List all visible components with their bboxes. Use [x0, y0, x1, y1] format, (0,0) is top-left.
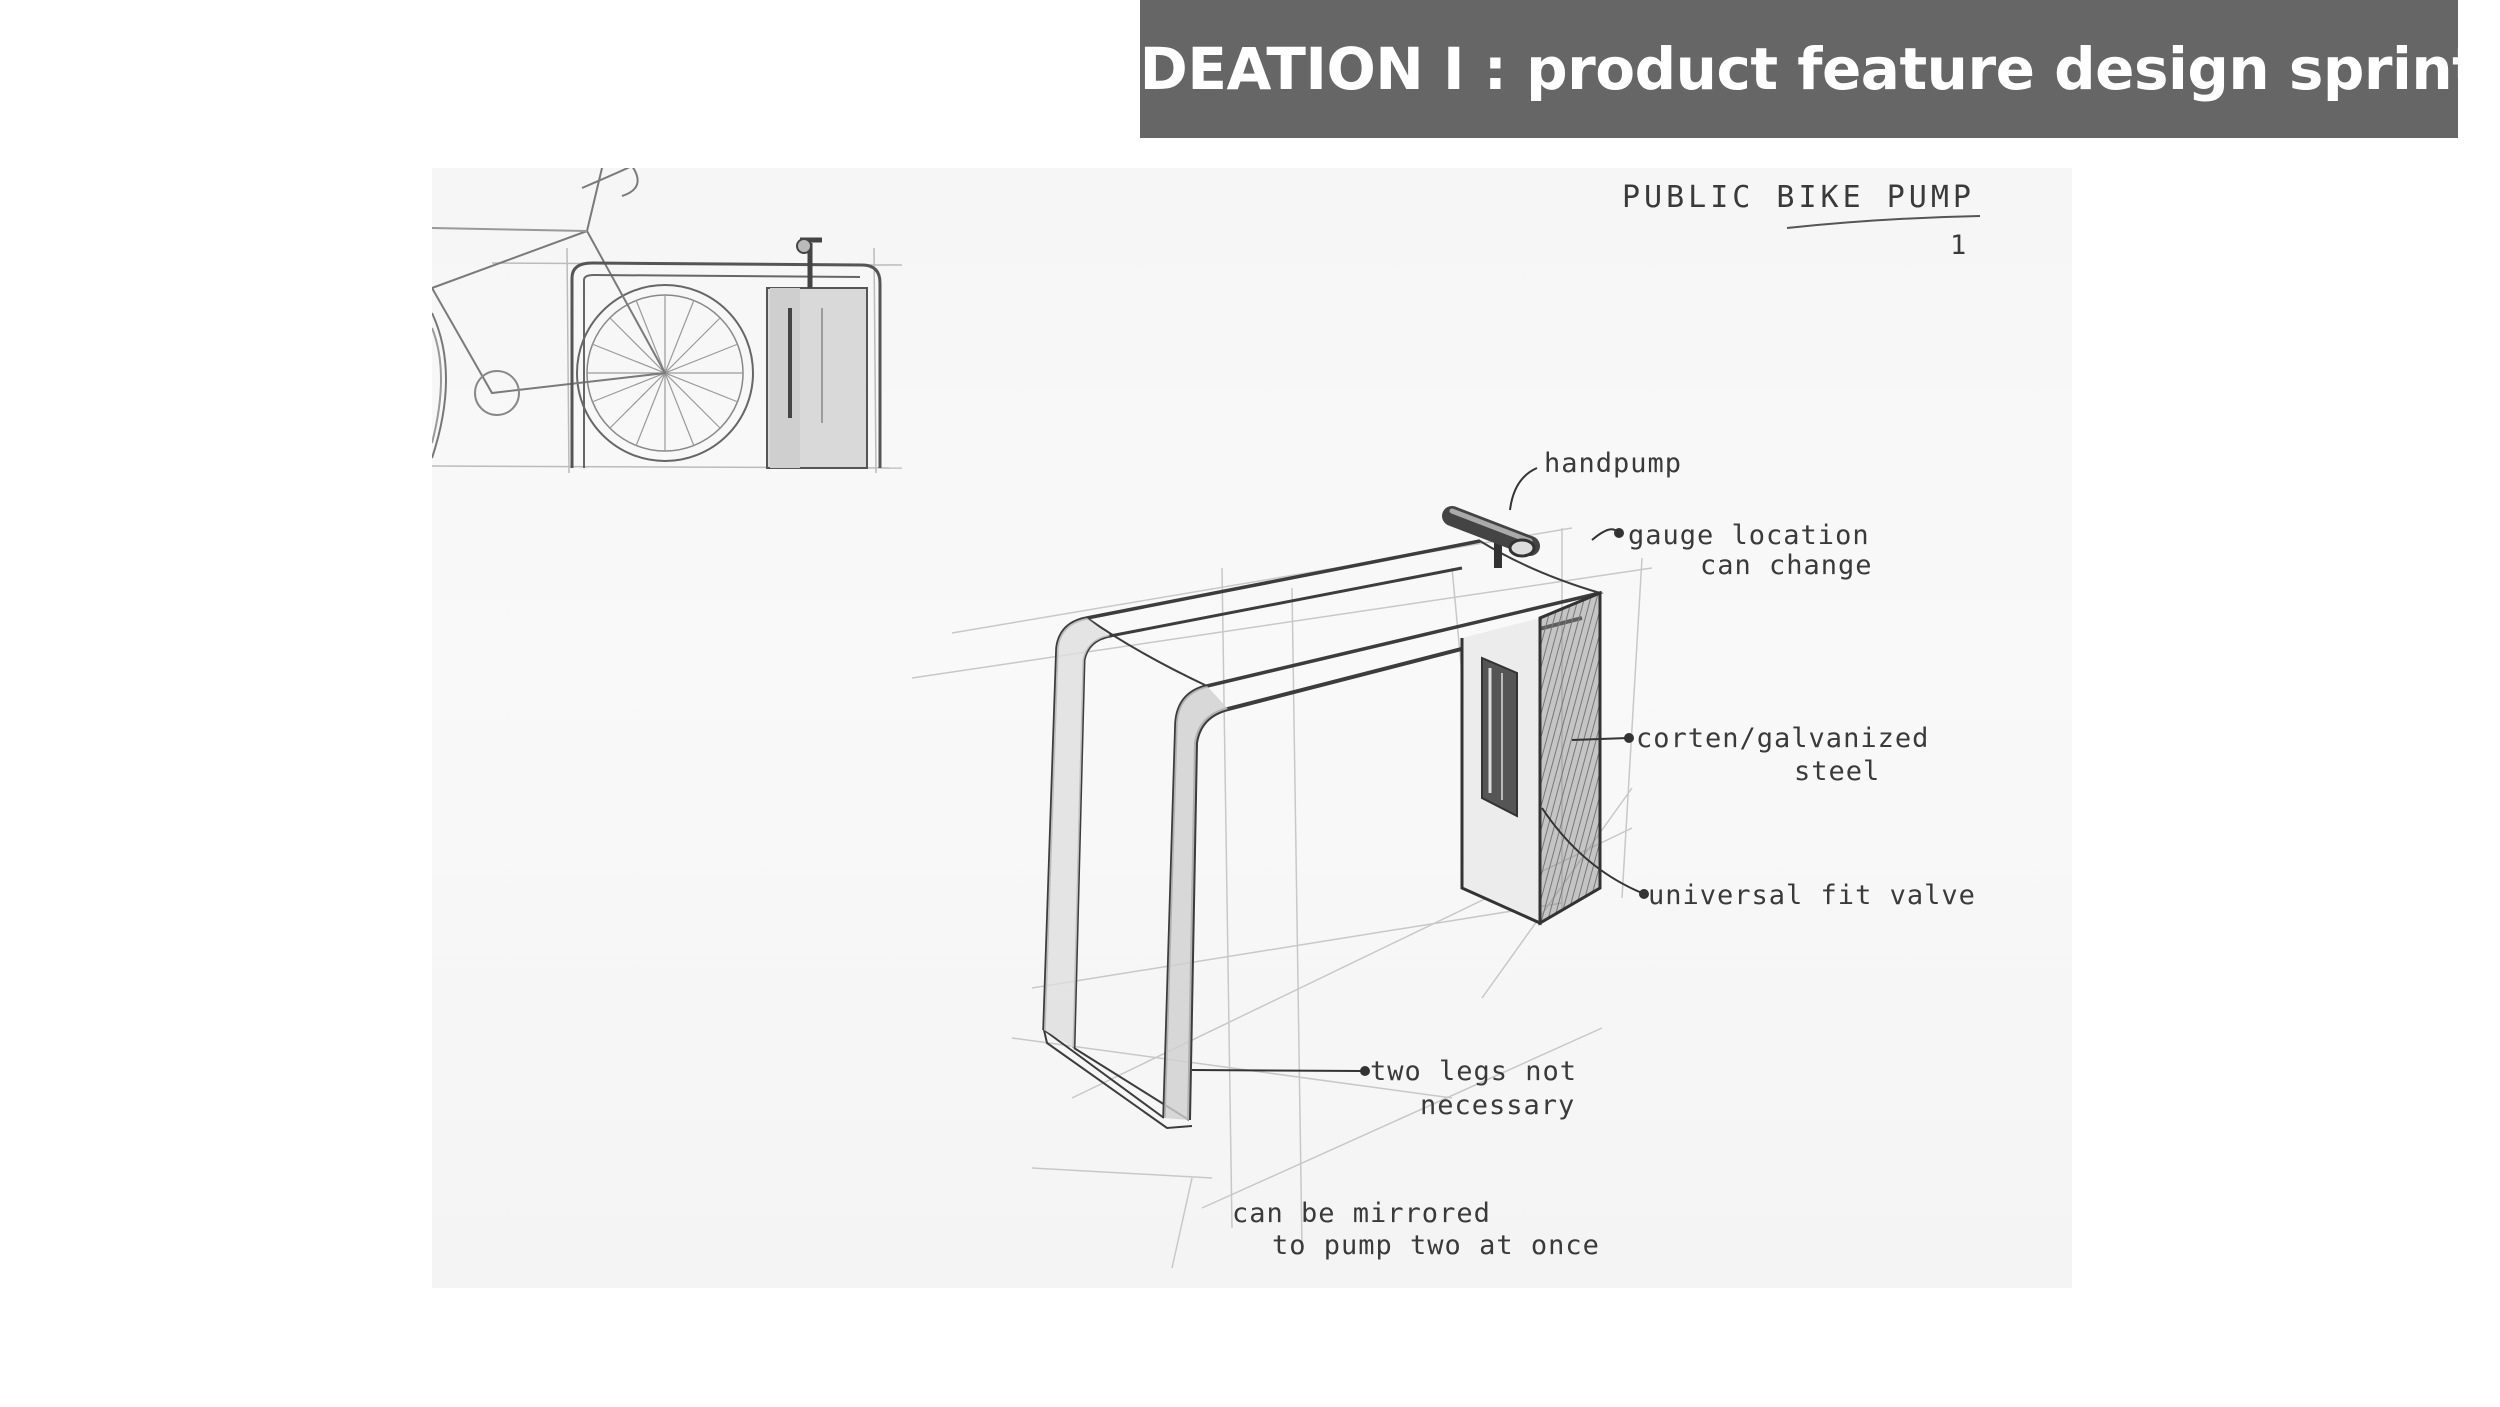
label-mirror-line2: to pump two at once: [1272, 1230, 1600, 1261]
side-view-sketch: [432, 168, 903, 474]
label-gauge-line1: gauge location: [1628, 520, 1870, 551]
label-steel-line1: corten/galvanized: [1636, 723, 1930, 754]
pump-housing: [1460, 590, 1602, 926]
label-handpump: handpump: [1544, 448, 1683, 479]
title-banner: IDEATION I : product feature design spri…: [1119, 0, 2480, 138]
handpump-handle: [1442, 506, 1540, 568]
heading-underline: [1786, 215, 1981, 229]
sketch-drawing: [432, 168, 1981, 1269]
page-mark: 1: [1950, 230, 1968, 261]
label-mirror-line1: can be mirrored: [1232, 1198, 1491, 1229]
label-steel-line2: steel: [1794, 756, 1881, 787]
label-legs-line2: necessary: [1420, 1090, 1576, 1121]
label-gauge-line2: can change: [1700, 550, 1873, 581]
sketch-heading: PUBLIC BIKE PUMP: [1622, 180, 1975, 215]
sketch-sheet: PUBLIC BIKE PUMP 1 handpump gauge locati…: [432, 168, 2072, 1288]
annotation-leaders: [1191, 467, 1649, 1076]
page-title: IDEATION I : product feature design spri…: [1118, 35, 2480, 103]
label-legs-line1: two legs not: [1370, 1056, 1578, 1087]
label-valve: universal fit valve: [1648, 880, 1976, 911]
